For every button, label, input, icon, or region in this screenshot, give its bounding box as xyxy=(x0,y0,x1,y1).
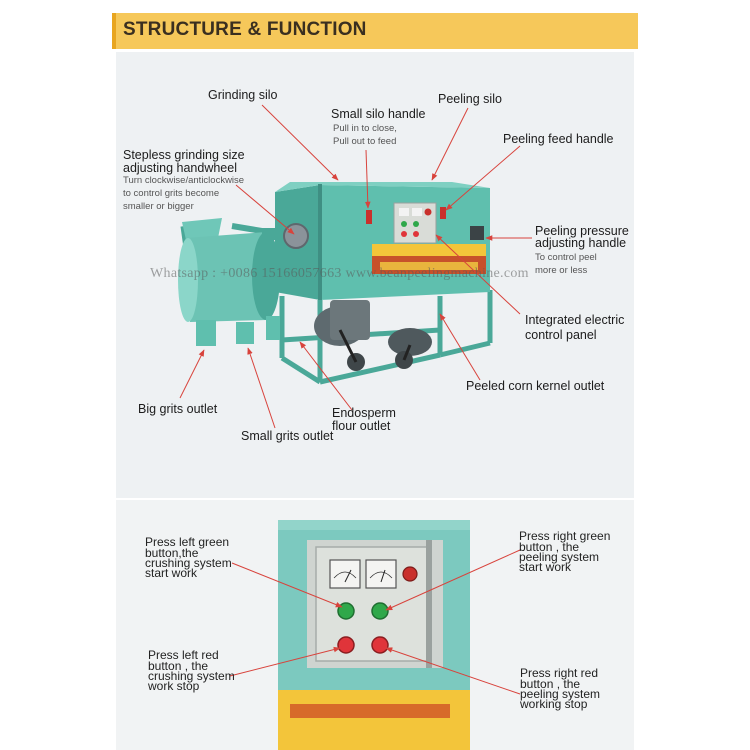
label-big-grits-outlet: Big grits outlet xyxy=(138,402,218,416)
right-red-line-2: button , the xyxy=(520,677,581,691)
left-green-line-3: crushing system xyxy=(145,556,232,570)
right-green-line-2: button , the xyxy=(519,540,580,554)
label-peeling-pressure-2: adjusting handle xyxy=(535,236,627,250)
title-banner xyxy=(112,13,638,49)
desc-small-silo-handle-2: Pull out to feed xyxy=(333,136,397,147)
label-peeling-pressure-1: Peeling pressure xyxy=(535,224,629,238)
left-red-line-3: crushing system xyxy=(148,669,235,683)
desc-stepless-1: Turn clockwise/anticlockwise xyxy=(123,175,245,186)
label-endosperm-2: flour outlet xyxy=(332,419,391,433)
label-peeling-feed-handle: Peeling feed handle xyxy=(503,132,614,146)
label-endosperm-1: Endosperm xyxy=(332,406,396,420)
desc-stepless-2: to control grits become xyxy=(123,188,220,199)
corn-peeling-machine-illustration xyxy=(178,182,493,385)
label-small-silo-handle: Small silo handle xyxy=(331,107,426,121)
right-red-line-1: Press right red xyxy=(520,666,599,680)
page-title: STRUCTURE & FUNCTION xyxy=(123,19,367,40)
bottom-arrows xyxy=(229,549,521,695)
left-green-line-1: Press left green xyxy=(145,535,230,549)
right-green-line-1: Press right green xyxy=(519,529,611,543)
label-stepless-2: adjusting handwheel xyxy=(123,161,237,175)
right-red-line-4: working stop xyxy=(520,697,588,711)
desc-peeling-pressure-2: more or less xyxy=(535,265,588,276)
control-panel-illustration xyxy=(278,520,470,750)
left-red-line-2: button , the xyxy=(148,659,209,673)
left-red-line-1: Press left red xyxy=(148,648,219,662)
left-red-line-4: work stop xyxy=(148,679,200,693)
right-green-line-3: peeling system xyxy=(519,550,600,564)
watermark-text: Whatsapp : +0086 15166057663 www.beanpee… xyxy=(150,266,529,281)
label-small-grits-outlet: Small grits outlet xyxy=(241,429,334,443)
desc-stepless-3: smaller or bigger xyxy=(123,201,194,212)
label-peeled-outlet: Peeled corn kernel outlet xyxy=(466,379,605,393)
top-arrows xyxy=(179,104,532,429)
label-stepless-1: Stepless grinding size xyxy=(123,148,245,162)
left-green-line-2: button,the xyxy=(145,546,199,560)
desc-peeling-pressure-1: To control peel xyxy=(535,252,597,263)
left-green-line-4: start work xyxy=(145,566,198,580)
label-control-panel-2: control panel xyxy=(525,328,597,342)
label-grinding-silo: Grinding silo xyxy=(208,88,278,102)
right-red-line-3: peeling system xyxy=(520,687,601,701)
label-control-panel-1: Integrated electric xyxy=(525,313,625,327)
right-green-line-4: start work xyxy=(519,560,572,574)
label-peeling-silo: Peeling silo xyxy=(438,92,502,106)
desc-small-silo-handle-1: Pull in to close, xyxy=(333,123,397,134)
